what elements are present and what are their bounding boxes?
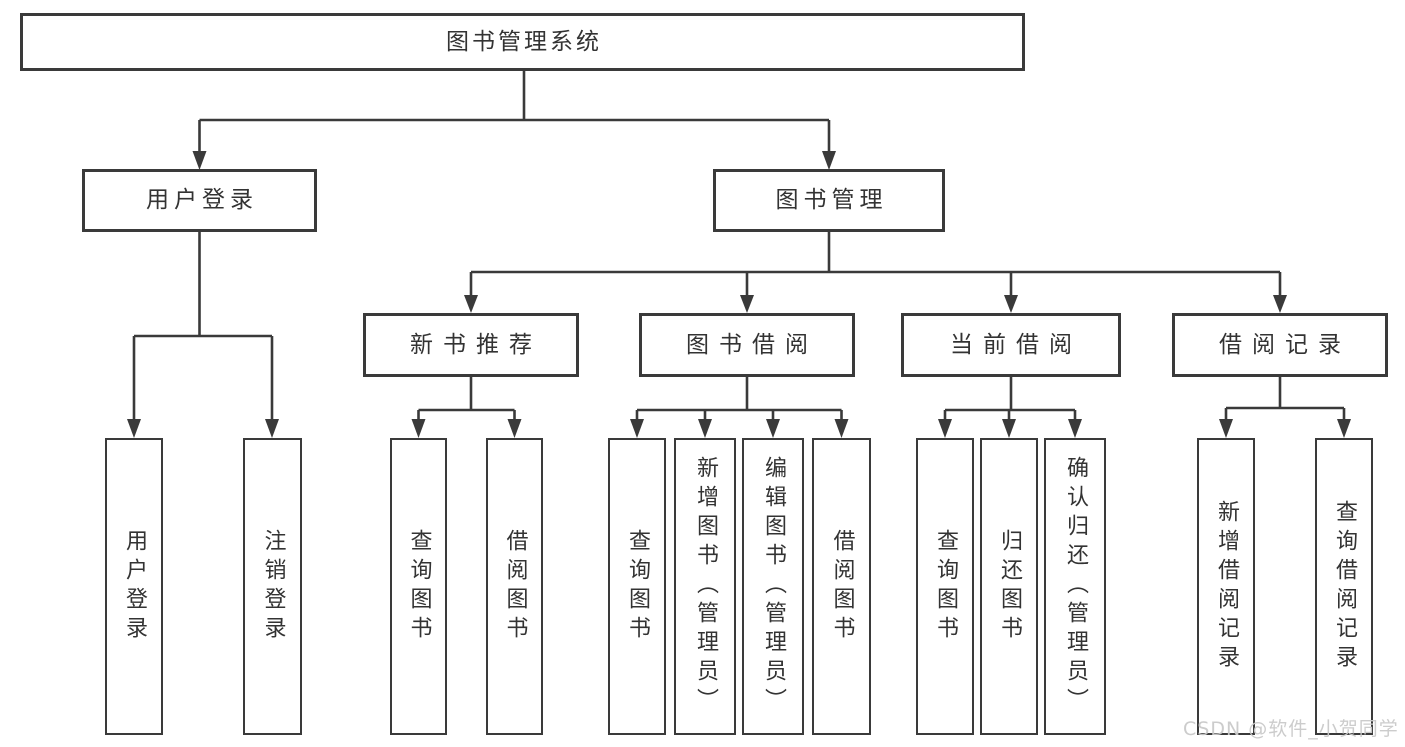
node-library-management-system-label: 图书管理系统	[446, 28, 602, 55]
arrowhead	[464, 295, 478, 313]
node-borrow-records: 借阅记录	[1172, 313, 1388, 377]
arrowhead	[630, 419, 644, 438]
arrowhead	[938, 419, 952, 438]
leaf-borrow-books-recommend: 借阅图书	[486, 438, 543, 735]
arrowhead	[411, 419, 426, 438]
connector-bookmgmt-to-level3	[464, 232, 1287, 313]
leaf-query-books-borrow: 查询图书	[608, 438, 666, 735]
arrowhead	[740, 295, 754, 313]
leaf-query-books-current-label: 查询图书	[933, 528, 958, 645]
leaf-borrow-books-recommend-label: 借阅图书	[502, 528, 528, 645]
node-new-book-recommend-label: 新书推荐	[410, 331, 542, 358]
leaf-add-borrow-record-label: 新增借阅记录	[1214, 499, 1239, 674]
node-book-borrow: 图书借阅	[639, 313, 855, 377]
node-current-borrow: 当前借阅	[901, 313, 1121, 377]
leaf-return-book-label: 归还图书	[997, 528, 1022, 645]
leaf-return-book: 归还图书	[980, 438, 1038, 735]
leaf-query-borrow-record-label: 查询借阅记录	[1332, 499, 1357, 674]
leaf-add-borrow-record: 新增借阅记录	[1197, 438, 1255, 735]
leaf-add-book-admin-label: 新增图书（管理员）	[693, 456, 718, 717]
connector-root-to-level2	[192, 71, 836, 170]
arrowhead	[192, 151, 207, 170]
node-user-login-label: 用户登录	[146, 187, 258, 213]
arrowhead	[1002, 419, 1016, 438]
node-borrow-records-label: 借阅记录	[1219, 331, 1351, 358]
arrowhead	[1337, 419, 1351, 438]
leaf-user-login: 用户登录	[105, 438, 163, 735]
connector-currentborrow-to-leaves	[938, 377, 1082, 438]
arrowhead	[698, 419, 712, 438]
leaf-confirm-return-admin-label: 确认归还（管理员）	[1063, 456, 1088, 717]
connector-userlogin-to-leaves	[127, 232, 279, 438]
connector-newbooks-to-leaves	[411, 377, 522, 438]
leaf-query-books-current: 查询图书	[916, 438, 974, 735]
arrowhead	[1273, 295, 1287, 313]
csdn-watermark: CSDN @软件_小贺同学	[1183, 718, 1399, 740]
arrowhead	[1004, 295, 1018, 313]
arrowhead	[1068, 419, 1082, 438]
connector-bookborrow-to-leaves	[630, 377, 849, 438]
node-user-login: 用户登录	[82, 169, 317, 232]
arrowhead	[1219, 419, 1233, 438]
leaf-logout: 注销登录	[243, 438, 302, 735]
leaf-borrow-books: 借阅图书	[812, 438, 871, 735]
arrowhead	[834, 419, 849, 438]
node-library-management-system: 图书管理系统	[20, 13, 1025, 71]
leaf-query-books-borrow-label: 查询图书	[625, 528, 650, 645]
node-book-management: 图书管理	[713, 169, 945, 232]
arrowhead	[766, 419, 780, 438]
node-book-borrow-label: 图书借阅	[686, 331, 818, 358]
leaf-logout-label: 注销登录	[260, 528, 286, 645]
leaf-query-books-recommend: 查询图书	[390, 438, 447, 735]
arrowhead	[507, 419, 522, 438]
arrowhead	[265, 419, 279, 438]
leaf-edit-book-admin-label: 编辑图书（管理员）	[761, 456, 786, 717]
leaf-add-book-admin: 新增图书（管理员）	[674, 438, 736, 735]
node-book-management-label: 图书管理	[775, 187, 888, 213]
arrowhead	[822, 151, 836, 170]
arrowhead	[127, 419, 141, 438]
leaf-edit-book-admin: 编辑图书（管理员）	[742, 438, 804, 735]
node-new-book-recommend: 新书推荐	[363, 313, 579, 377]
leaf-query-borrow-record: 查询借阅记录	[1315, 438, 1373, 735]
node-current-borrow-label: 当前借阅	[950, 331, 1082, 358]
leaf-confirm-return-admin: 确认归还（管理员）	[1044, 438, 1106, 735]
leaf-borrow-books-label: 借阅图书	[829, 528, 855, 645]
leaf-query-books-recommend-label: 查询图书	[406, 528, 432, 645]
connector-borrowrecords-to-leaves	[1219, 377, 1351, 438]
leaf-user-login-label: 用户登录	[122, 528, 147, 645]
